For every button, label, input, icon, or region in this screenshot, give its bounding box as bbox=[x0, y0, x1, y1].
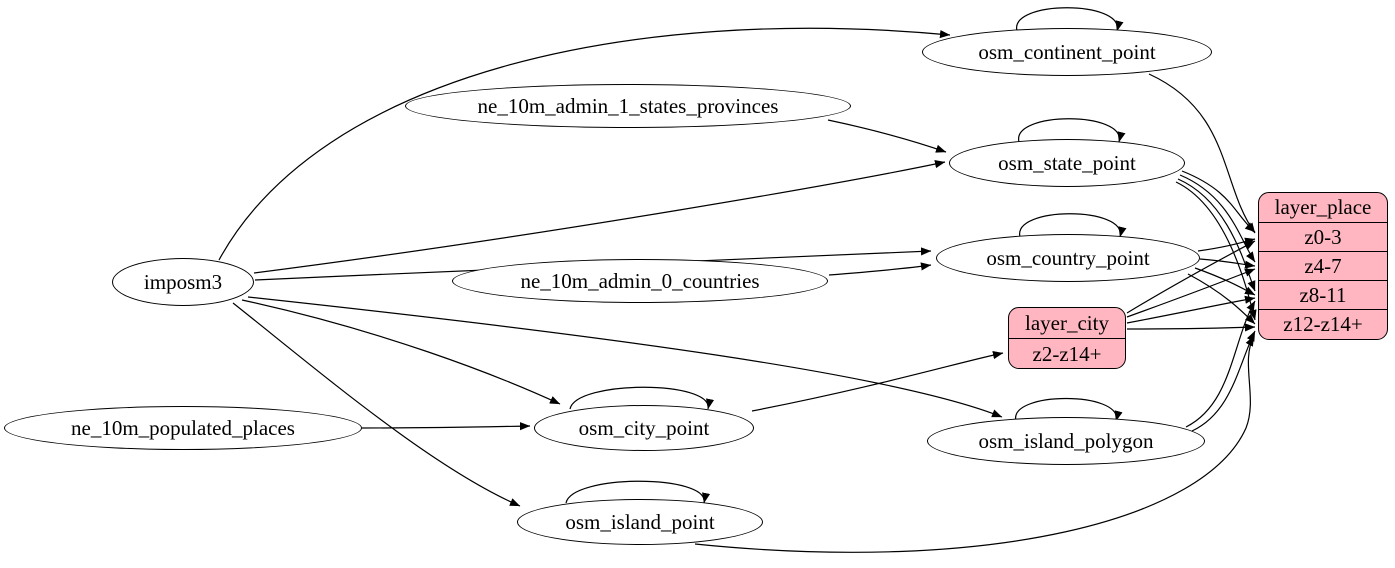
edge-layer_city-z8-11 bbox=[1126, 295, 1256, 324]
edge-country-z4-7 bbox=[1199, 258, 1256, 269]
edge-country-z0-3 bbox=[1197, 237, 1256, 252]
node-osm-island-point: osm_island_point bbox=[517, 499, 763, 545]
node-imposm3: imposm3 bbox=[112, 258, 254, 306]
node-ne-10m-admin-0-countries-label: ne_10m_admin_0_countries bbox=[520, 268, 760, 293]
node-ne-10m-populated-places: ne_10m_populated_places bbox=[4, 406, 362, 450]
layer-place-row-z8-11: z8-11 bbox=[1259, 280, 1387, 309]
node-osm-state-point-label: osm_state_point bbox=[998, 150, 1136, 175]
node-osm-state-point: osm_state_point bbox=[949, 139, 1185, 187]
node-osm-island-polygon-label: osm_island_polygon bbox=[978, 428, 1154, 453]
node-osm-country-point: osm_country_point bbox=[936, 234, 1200, 282]
node-osm-island-polygon: osm_island_polygon bbox=[927, 417, 1205, 465]
edge-island_polygon-z8-11 bbox=[1185, 300, 1256, 428]
edge-loop-osm_island_polygon bbox=[1015, 397, 1123, 422]
node-osm-continent-point-label: osm_continent_point bbox=[978, 39, 1156, 64]
node-ne-10m-admin-0-countries: ne_10m_admin_0_countries bbox=[452, 259, 828, 303]
edge-loop-osm_island_point bbox=[565, 480, 711, 504]
edge-layer_city-z0-3 bbox=[1126, 240, 1256, 314]
edge-loop-osm_state_point bbox=[1018, 118, 1126, 143]
edge-state-z4-7 bbox=[1179, 174, 1256, 263]
node-osm-island-point-label: osm_island_point bbox=[565, 509, 715, 534]
edge-imposm3-continent bbox=[218, 27, 951, 261]
layer-place-row-z8-11-label: z8-11 bbox=[1299, 282, 1347, 307]
layer-place-row-z4-7: z4-7 bbox=[1259, 251, 1387, 280]
layer-city-title: layer_city bbox=[1009, 308, 1125, 338]
layer-place-row-z4-7-label: z4-7 bbox=[1304, 253, 1342, 278]
edge-country-z8-11 bbox=[1194, 267, 1256, 296]
edge-country-z12 bbox=[1187, 273, 1256, 325]
layer-place-row-z12-z14-label: z12-z14+ bbox=[1283, 311, 1363, 336]
node-osm-city-point-label: osm_city_point bbox=[578, 415, 710, 440]
edge-layer_city-z12 bbox=[1126, 323, 1256, 332]
node-osm-continent-point: osm_continent_point bbox=[922, 28, 1212, 76]
edge-ne_states-state bbox=[827, 119, 947, 153]
layer-city-row-z2-z14-label: z2-z14+ bbox=[1032, 341, 1102, 366]
node-layer-place: layer_place z0-3 z4-7 z8-11 z12-z14+ bbox=[1258, 192, 1388, 340]
edge-loop-osm_continent_point bbox=[1016, 7, 1124, 32]
layer-city-row-z2-z14: z2-z14+ bbox=[1009, 338, 1125, 368]
edge-state-z0-3 bbox=[1181, 170, 1256, 233]
edge-loop-osm_country_point bbox=[1019, 213, 1127, 238]
edge-layer_city-z4-7 bbox=[1126, 268, 1256, 318]
edge-ne_places-city bbox=[361, 422, 531, 431]
layer-city-title-label: layer_city bbox=[1025, 310, 1109, 335]
edge-imposm3-city bbox=[241, 299, 561, 405]
node-osm-country-point-label: osm_country_point bbox=[986, 245, 1150, 270]
edge-imposm3-island_polygon bbox=[247, 296, 1003, 418]
edge-loop-osm_city_point bbox=[569, 386, 715, 410]
edge-ne_countries-country bbox=[828, 262, 932, 276]
edge-island_point-z12 bbox=[694, 335, 1255, 553]
node-imposm3-label: imposm3 bbox=[143, 269, 223, 294]
node-layer-city: layer_city z2-z14+ bbox=[1008, 307, 1126, 369]
node-ne-10m-admin-1-states-provinces: ne_10m_admin_1_states_provinces bbox=[405, 84, 851, 128]
layer-place-row-z12-z14: z12-z14+ bbox=[1259, 309, 1387, 338]
edge-imposm3-state bbox=[253, 160, 946, 274]
node-ne-10m-populated-places-label: ne_10m_populated_places bbox=[71, 415, 295, 440]
node-osm-city-point: osm_city_point bbox=[534, 405, 754, 451]
layer-place-row-z0-3-label: z0-3 bbox=[1304, 224, 1342, 249]
edge-imposm3-island_point bbox=[232, 302, 521, 507]
layer-place-title-label: layer_place bbox=[1274, 195, 1372, 219]
edge-city-layer_city bbox=[751, 351, 1004, 412]
edge-continent-z0-3 bbox=[1148, 73, 1256, 234]
edge-state-z8-11 bbox=[1177, 178, 1256, 292]
node-ne-10m-admin-1-states-provinces-label: ne_10m_admin_1_states_provinces bbox=[477, 93, 779, 118]
layer-place-row-z0-3: z0-3 bbox=[1259, 222, 1387, 251]
layer-place-title: layer_place bbox=[1259, 193, 1387, 222]
